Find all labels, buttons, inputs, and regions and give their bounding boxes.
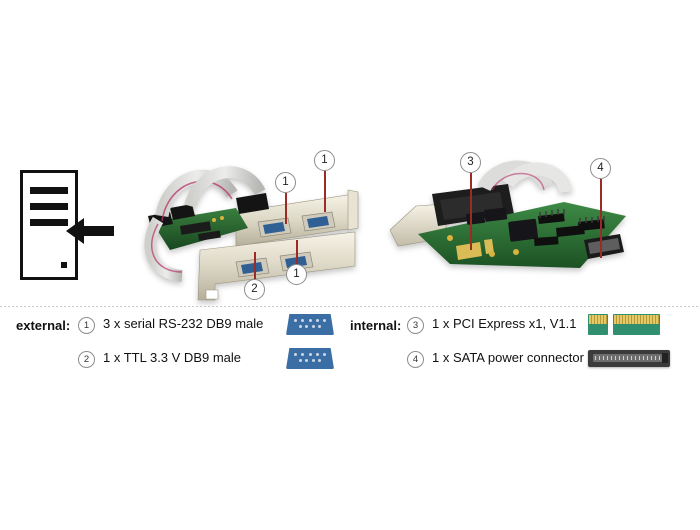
- db9-connector-icon: [286, 314, 334, 335]
- legend-text-1: 3 x serial RS-232 DB9 male: [103, 316, 264, 331]
- legend-row: 4 1 x SATA power connector: [350, 348, 690, 382]
- legend-group-label-internal: internal:: [350, 318, 402, 333]
- power-led-icon: [61, 262, 67, 268]
- callout-bubble: 1: [275, 172, 296, 193]
- legend-number-3: 3: [407, 317, 424, 334]
- product-photo-left: [140, 150, 370, 305]
- callout-bubble: 4: [590, 158, 611, 179]
- callout-bubble: 1: [286, 264, 307, 285]
- legend-row: external: 1 3 x serial RS-232 DB9 male: [16, 314, 346, 348]
- legend-column-external: external: 1 3 x serial RS-232 DB9 male 2…: [16, 314, 346, 382]
- callout-leader-line: [254, 252, 256, 279]
- callout-bubble: 2: [244, 279, 265, 300]
- legend-text-3: 1 x PCI Express x1, V1.1: [432, 316, 577, 331]
- legend-group-label-external: external:: [16, 318, 71, 333]
- callout-leader-line: [324, 171, 326, 212]
- legend-number-4: 4: [407, 351, 424, 368]
- legend: external: 1 3 x serial RS-232 DB9 male 2…: [0, 314, 700, 394]
- legend-row: 2 1 x TTL 3.3 V DB9 male: [16, 348, 346, 382]
- callout-bubble: 1: [314, 150, 335, 171]
- pc-tower-icon: [20, 170, 78, 280]
- callout-leader-line: [470, 173, 472, 250]
- callout-leader-line: [296, 240, 298, 264]
- pcie-edge-connector-icon: [588, 314, 660, 335]
- callout-bubble: 3: [460, 152, 481, 173]
- callout-leader-line: [600, 179, 602, 258]
- legend-column-internal: internal: 3 1 x PCI Express x1, V1.1 4 1…: [350, 314, 690, 382]
- sata-power-connector-icon: [588, 350, 670, 367]
- arrow-left-icon: [66, 218, 114, 244]
- legend-row: internal: 3 1 x PCI Express x1, V1.1: [350, 314, 690, 348]
- legend-number-2: 2: [78, 351, 95, 368]
- product-photo-right: [388, 160, 628, 285]
- db9-connector-icon: [286, 348, 334, 369]
- callout-leader-line: [285, 193, 287, 224]
- legend-number-1: 1: [78, 317, 95, 334]
- legend-text-4: 1 x SATA power connector: [432, 350, 584, 365]
- legend-divider: [0, 306, 700, 307]
- legend-text-2: 1 x TTL 3.3 V DB9 male: [103, 350, 242, 365]
